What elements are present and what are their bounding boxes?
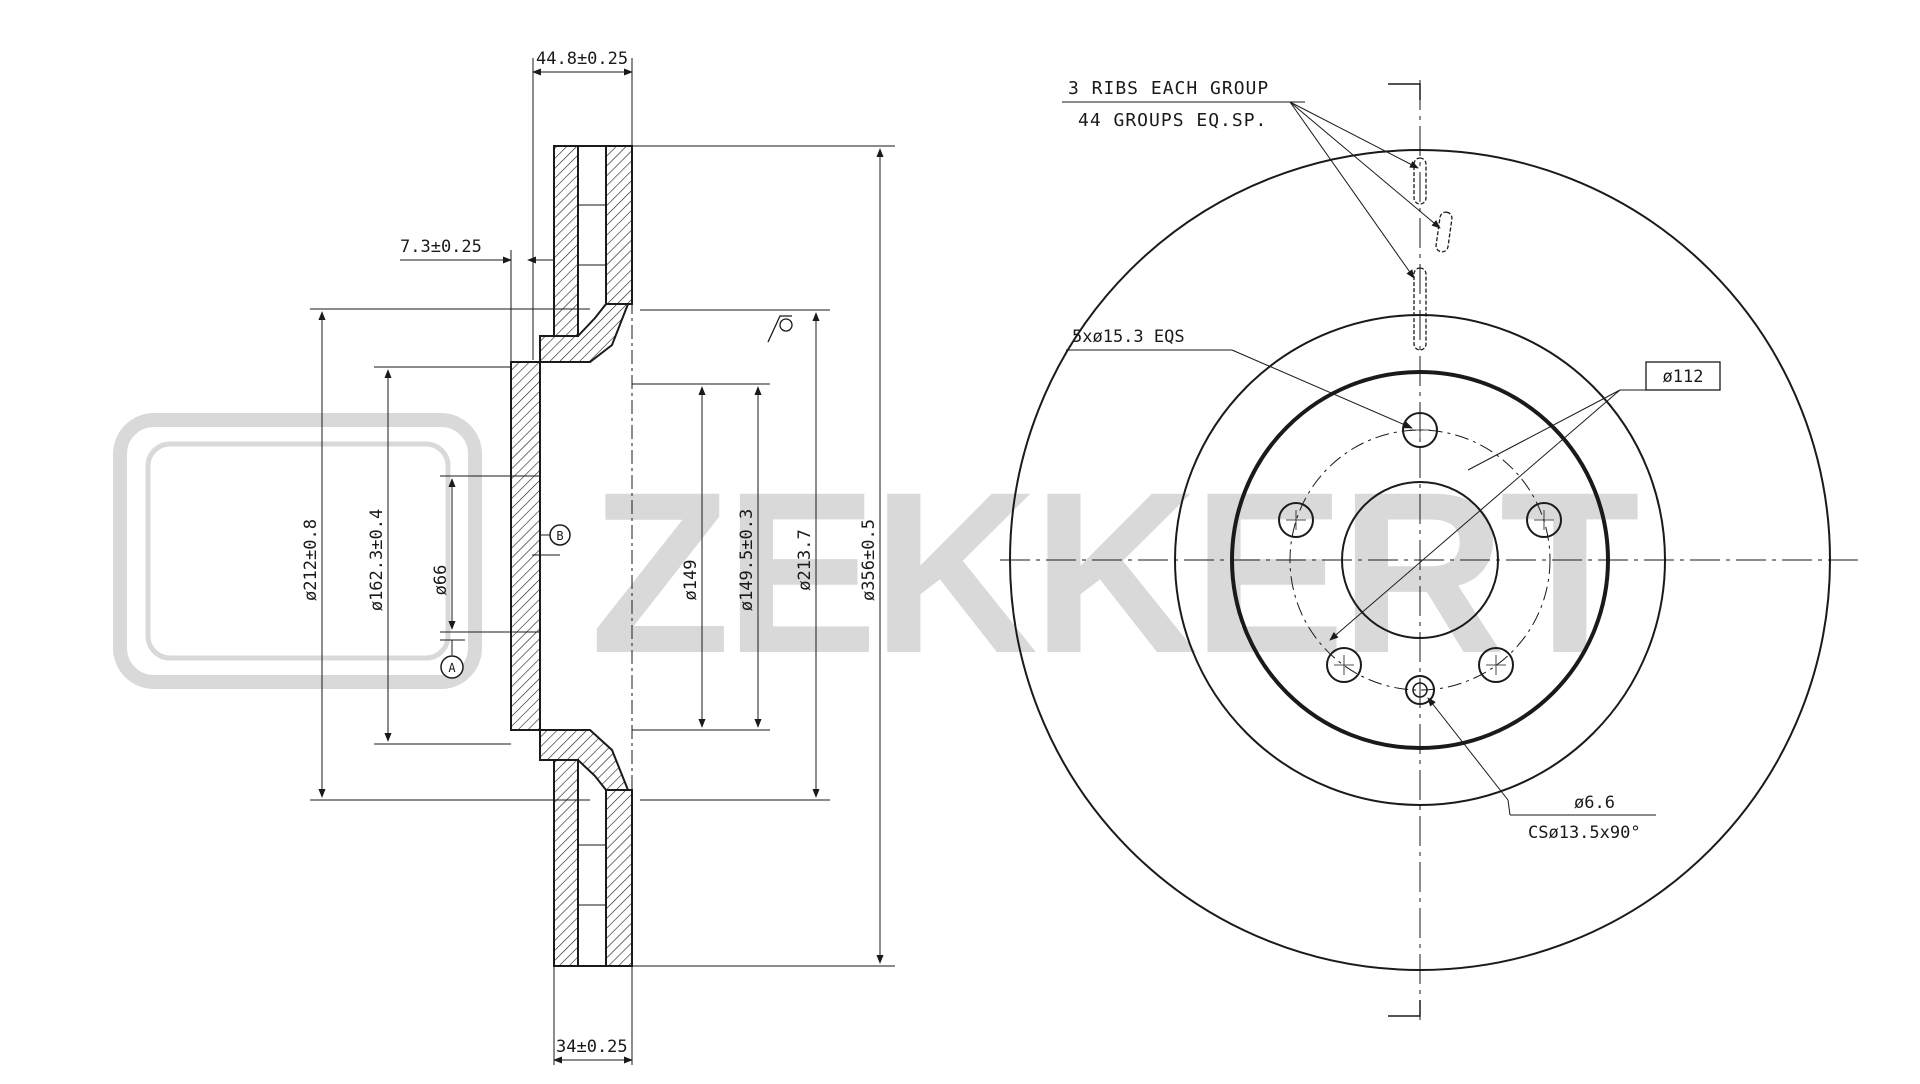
hat-neck-bottom bbox=[539, 729, 630, 791]
locating-hole bbox=[1412, 682, 1428, 698]
note-small-hole: ø6.6 bbox=[1574, 793, 1615, 813]
watermark-logo-frame bbox=[113, 413, 482, 689]
pcd-box bbox=[1645, 361, 1721, 391]
hat-neck-top bbox=[539, 303, 630, 363]
disc-outer-edge bbox=[1009, 149, 1831, 971]
dim-dia-149: ø149 bbox=[681, 560, 701, 601]
datum-a-marker bbox=[440, 655, 464, 679]
watermark: ZEKKERT bbox=[113, 413, 1645, 701]
pcd-circle bbox=[1289, 429, 1551, 691]
center-bore bbox=[1341, 481, 1499, 639]
outer-plate-top bbox=[605, 145, 633, 305]
dim-hat-offset: 7.3±0.25 bbox=[400, 237, 482, 257]
dim-dia-213-7: ø213.7 bbox=[795, 529, 815, 590]
note-ribs-line2: 44 GROUPS EQ.SP. bbox=[1078, 110, 1267, 131]
note-pcd: ø112 bbox=[1663, 367, 1704, 387]
inner-plate-bottom bbox=[553, 759, 579, 967]
datum-a-label: A bbox=[448, 661, 456, 675]
note-ribs-line1: 3 RIBS EACH GROUP bbox=[1068, 78, 1269, 99]
bolt-hole bbox=[1326, 647, 1362, 683]
bolt-hole bbox=[1478, 647, 1514, 683]
dim-dia-66: ø66 bbox=[431, 565, 451, 596]
inner-plate-top bbox=[553, 145, 579, 337]
note-countersink: CSø13.5x90° bbox=[1528, 823, 1641, 843]
watermark-brand: ZEKKERT bbox=[590, 444, 1639, 701]
outer-plate-bottom bbox=[605, 789, 633, 967]
hat-outer-edge bbox=[1230, 370, 1610, 750]
surface-finish-mark bbox=[767, 315, 792, 343]
dim-dia-212: ø212±0.8 bbox=[301, 519, 321, 601]
front-view: 3 RIBS EACH GROUP 44 GROUPS EQ.SP. 5xø15… bbox=[1000, 78, 1860, 1020]
datum-b-marker bbox=[549, 524, 571, 546]
dim-total-width: 44.8±0.25 bbox=[536, 49, 628, 69]
bolt-hole bbox=[1526, 502, 1562, 538]
dim-dia-356: ø356±0.5 bbox=[859, 519, 879, 601]
dim-dia-149-5: ø149.5±0.3 bbox=[737, 509, 757, 611]
friction-ring-inner-edge bbox=[1174, 314, 1666, 806]
bolt-hole bbox=[1278, 502, 1314, 538]
watermark-logo-inner bbox=[145, 441, 451, 661]
section-view: B A 44.8±0.25 7.3±0.25 34±0.25 ø212±0.8 … bbox=[301, 49, 895, 1065]
dim-disc-thickness: 34±0.25 bbox=[556, 1037, 628, 1057]
mounting-flange bbox=[510, 361, 541, 731]
rib-slots bbox=[1413, 157, 1453, 351]
bolt-hole bbox=[1402, 412, 1438, 448]
dim-dia-162: ø162.3±0.4 bbox=[367, 509, 387, 611]
datum-b-label: B bbox=[556, 529, 563, 543]
countersink-hole bbox=[1405, 675, 1435, 705]
note-bolt-holes: 5xø15.3 EQS bbox=[1072, 327, 1185, 347]
bolt-holes bbox=[1278, 412, 1562, 683]
